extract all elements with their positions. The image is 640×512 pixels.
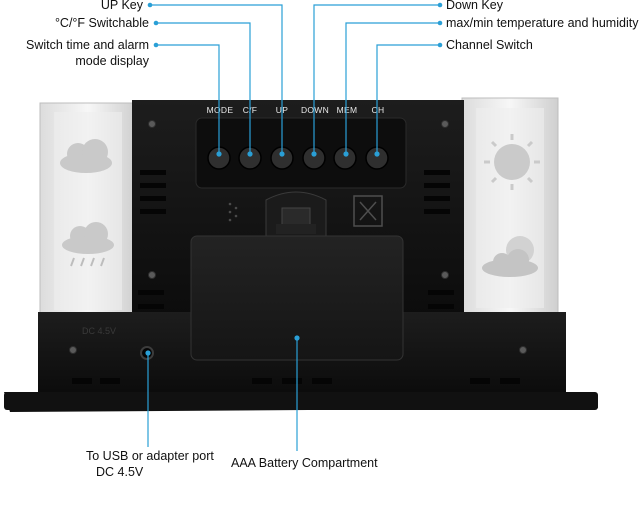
port-marking: DC 4.5V <box>82 326 116 336</box>
ch-button-label: CH <box>372 105 385 115</box>
stand-hinge <box>265 191 327 237</box>
right-acrylic-block <box>461 97 559 319</box>
vent-slots <box>72 170 520 384</box>
time-alarm-callout-line2: mode display <box>75 54 149 68</box>
callout-lines <box>147 4 440 451</box>
screws <box>69 120 527 354</box>
up-key-callout: UP Key <box>100 0 143 12</box>
channel-switch-callout: Channel Switch <box>446 38 533 52</box>
down-button-label: DOWN <box>301 105 329 115</box>
button-panel <box>195 117 407 189</box>
mem-button-label: MEM <box>337 105 358 115</box>
usb-callout-line2: DC 4.5V <box>96 465 144 479</box>
mem-button[interactable] <box>333 146 357 170</box>
speaker-holes <box>228 202 238 222</box>
down-key-callout: Down Key <box>446 0 503 12</box>
cloudy-icon <box>60 139 112 173</box>
rain-icon <box>62 222 114 267</box>
sunny-icon <box>484 134 540 190</box>
time-alarm-callout-line1: Switch time and alarm <box>26 38 149 52</box>
maxmin-callout: max/min temperature and humidity <box>446 16 639 30</box>
callout-dots <box>145 2 443 356</box>
left-acrylic-block <box>39 102 137 319</box>
partly-cloudy-icon <box>482 236 538 277</box>
usb-callout-line1: To USB or adapter port <box>86 449 214 463</box>
battery-callout: AAA Battery Compartment <box>231 456 378 470</box>
cf-switch-callout: °C/°F Switchable <box>54 16 149 30</box>
recycle-bin-icon <box>353 195 383 227</box>
mode-button-label: MODE <box>207 105 234 115</box>
buttons <box>207 146 389 170</box>
